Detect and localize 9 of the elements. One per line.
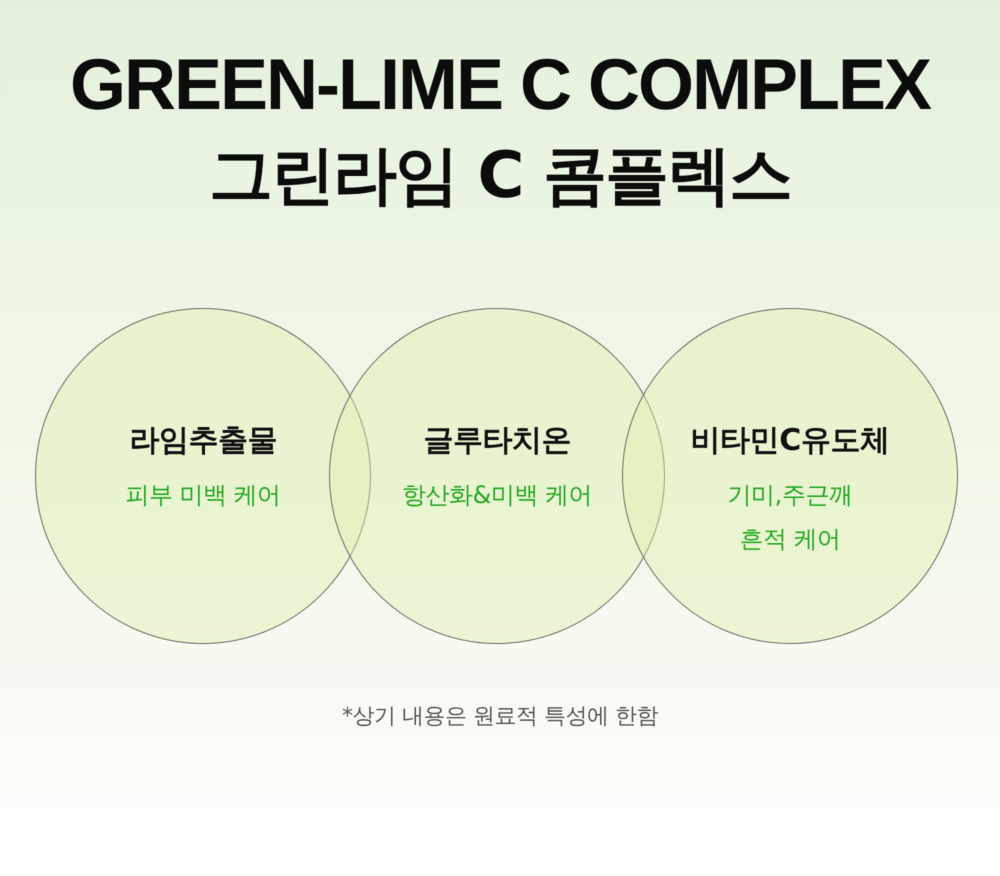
benefit-text: 기미,주근깨 흔적 케어 [726, 480, 854, 555]
ingredient-name: 글루타치온 [423, 422, 571, 460]
benefit-text: 항산화&미백 케어 [402, 480, 592, 511]
footnote: *상기 내용은 원료적 특성에 한함 [342, 704, 658, 730]
benefit-text: 피부 미백 케어 [125, 480, 281, 511]
ingredient-name: 라임추출물 [129, 422, 277, 460]
title: GREEN-LIME C COMPLEX [70, 48, 930, 124]
subtitle: 그린라임 C 콤플렉스 [209, 140, 791, 214]
ingredient-name: 비타민C유도체 [690, 422, 890, 460]
